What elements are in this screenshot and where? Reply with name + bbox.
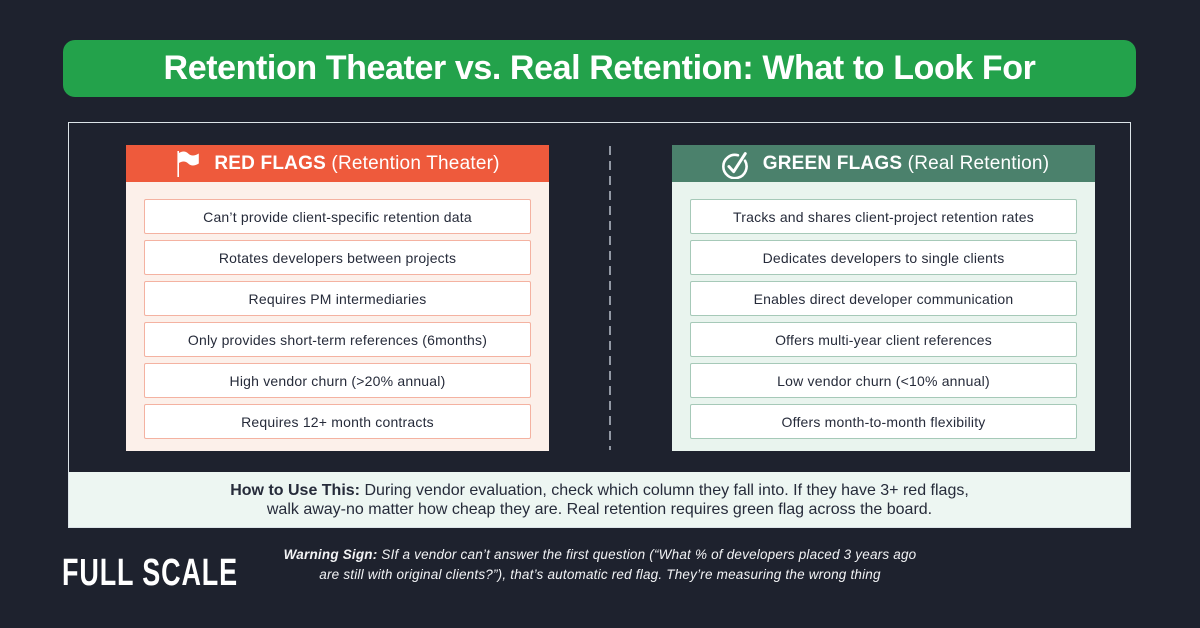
warning-line1: SIf a vendor can’t answer the first ques… — [377, 547, 917, 562]
green-flag-item: Offers month-to-month flexibility — [690, 404, 1077, 439]
warning-label: Warning Sign: — [283, 547, 378, 562]
red-flags-header: RED FLAGS (Retention Theater) — [126, 145, 549, 182]
green-flags-heading-bold: GREEN FLAGS — [762, 152, 903, 174]
how-to-band: How to Use This: During vendor evaluatio… — [69, 472, 1130, 527]
page-title: Retention Theater vs. Real Retention: Wh… — [163, 49, 1036, 87]
green-flag-item: Dedicates developers to single clients — [690, 240, 1077, 275]
dashed-divider — [609, 146, 611, 450]
how-to-label: How to Use This: — [230, 481, 360, 499]
red-flag-item: Rotates developers between projects — [144, 240, 531, 275]
green-flag-item: Tracks and shares client-project retenti… — [690, 199, 1077, 234]
red-flags-heading-bold: RED FLAGS — [214, 152, 326, 174]
green-flag-item: Enables direct developer communication — [690, 281, 1077, 316]
red-flags-heading: RED FLAGS (Retention Theater) — [214, 153, 499, 175]
green-flags-column: GREEN FLAGS (Real Retention) Tracks and … — [672, 145, 1095, 451]
comparison-frame: RED FLAGS (Retention Theater) Can’t prov… — [68, 122, 1131, 528]
red-flag-item: High vendor churn (>20% annual) — [144, 363, 531, 398]
green-flag-item: Offers multi-year client references — [690, 322, 1077, 357]
red-flag-item: Can’t provide client-specific retention … — [144, 199, 531, 234]
warning-line2: are still with original clients?”), that… — [319, 566, 881, 582]
title-banner: Retention Theater vs. Real Retention: Wh… — [63, 40, 1136, 97]
check-circle-icon — [718, 148, 751, 179]
green-flags-heading-sub: (Real Retention) — [902, 152, 1050, 174]
warning-note: Warning Sign: SIf a vendor can’t answer … — [240, 545, 960, 584]
red-flags-list: Can’t provide client-specific retention … — [126, 182, 549, 451]
green-flags-heading: GREEN FLAGS (Real Retention) — [763, 153, 1049, 175]
flag-icon — [175, 149, 202, 179]
red-flag-item: Requires 12+ month contracts — [144, 404, 531, 439]
full-scale-logo: FULL SCALE — [62, 551, 239, 594]
red-flags-heading-sub: (Retention Theater) — [325, 152, 500, 174]
how-to-text: How to Use This: During vendor evaluatio… — [230, 481, 969, 519]
how-to-line2: walk away-no matter how cheap they are. … — [266, 500, 933, 518]
red-flags-column: RED FLAGS (Retention Theater) Can’t prov… — [126, 145, 549, 451]
red-flag-item: Requires PM intermediaries — [144, 281, 531, 316]
red-flag-item: Only provides short-term references (6mo… — [144, 322, 531, 357]
green-flags-list: Tracks and shares client-project retenti… — [672, 182, 1095, 451]
how-to-line1: During vendor evaluation, check which co… — [360, 481, 969, 499]
green-flags-header: GREEN FLAGS (Real Retention) — [672, 145, 1095, 182]
green-flag-item: Low vendor churn (<10% annual) — [690, 363, 1077, 398]
